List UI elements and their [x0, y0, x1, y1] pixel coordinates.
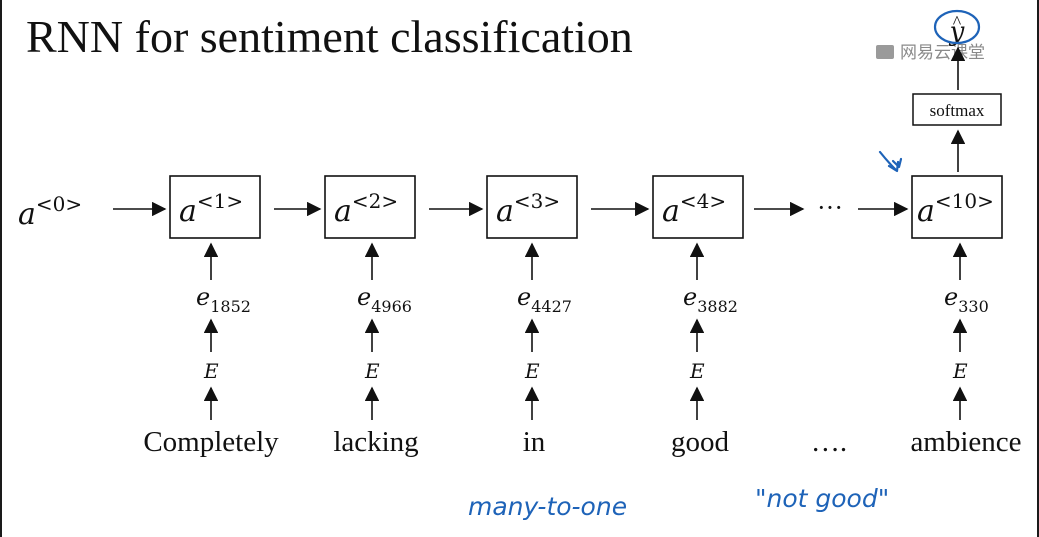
input-word-3: in: [523, 426, 546, 458]
pointer-arrow-mark: [878, 150, 903, 173]
svg-text:a<4>: a<4>: [662, 189, 726, 229]
hidden-state-1: a<1>: [169, 175, 261, 239]
embedding-matrix-label: E: [952, 359, 968, 383]
handwritten-many-to-one: many-to-one: [468, 492, 627, 521]
output-highlight-circle: [933, 9, 981, 45]
word-ellipsis: ….: [811, 426, 847, 458]
input-word-2: lacking: [333, 426, 418, 458]
embedding-label-2: e4966: [357, 283, 412, 316]
embedding-label-10: e330: [944, 283, 989, 316]
input-word-1: Completely: [143, 426, 279, 458]
embedding-matrix-label: E: [203, 359, 219, 383]
softmax-label: softmax: [930, 101, 985, 120]
embedding-matrix-label: E: [364, 359, 380, 383]
slide-border-right: [1037, 0, 1039, 537]
input-word-4: good: [671, 426, 730, 458]
slide-border-left: [0, 0, 2, 537]
slide-title: RNN for sentiment classification: [26, 11, 633, 62]
embedding-matrix-label: E: [689, 359, 705, 383]
svg-text:a<1>: a<1>: [179, 189, 243, 229]
hidden-state-2: a<2>: [324, 175, 416, 239]
embedding-matrix-label: E: [524, 359, 540, 383]
embedding-label-1: e1852: [196, 283, 251, 316]
embedding-label-3: e4427: [517, 283, 572, 316]
output-y-hat: ^ y: [949, 12, 965, 47]
output-label: y: [949, 17, 965, 47]
embedding-label-4: e3882: [683, 283, 738, 316]
svg-text:a<10>: a<10>: [917, 189, 994, 229]
hidden-state-3: a<3>: [486, 175, 578, 239]
watermark-logo-icon: [876, 45, 894, 59]
initial-activation-label: a<0>: [18, 192, 82, 232]
handwritten-not-good: "not good": [755, 484, 889, 513]
hidden-state-4: a<4>: [652, 175, 744, 239]
input-word-10: ambience: [910, 426, 1021, 458]
svg-text:a<3>: a<3>: [496, 189, 560, 229]
output-hat: ^: [953, 12, 962, 32]
softmax-box: softmax: [912, 93, 1002, 126]
hidden-state-10: a<10>: [911, 175, 1003, 239]
svg-text:a<2>: a<2>: [334, 189, 398, 229]
chain-ellipsis: ···: [817, 193, 843, 222]
